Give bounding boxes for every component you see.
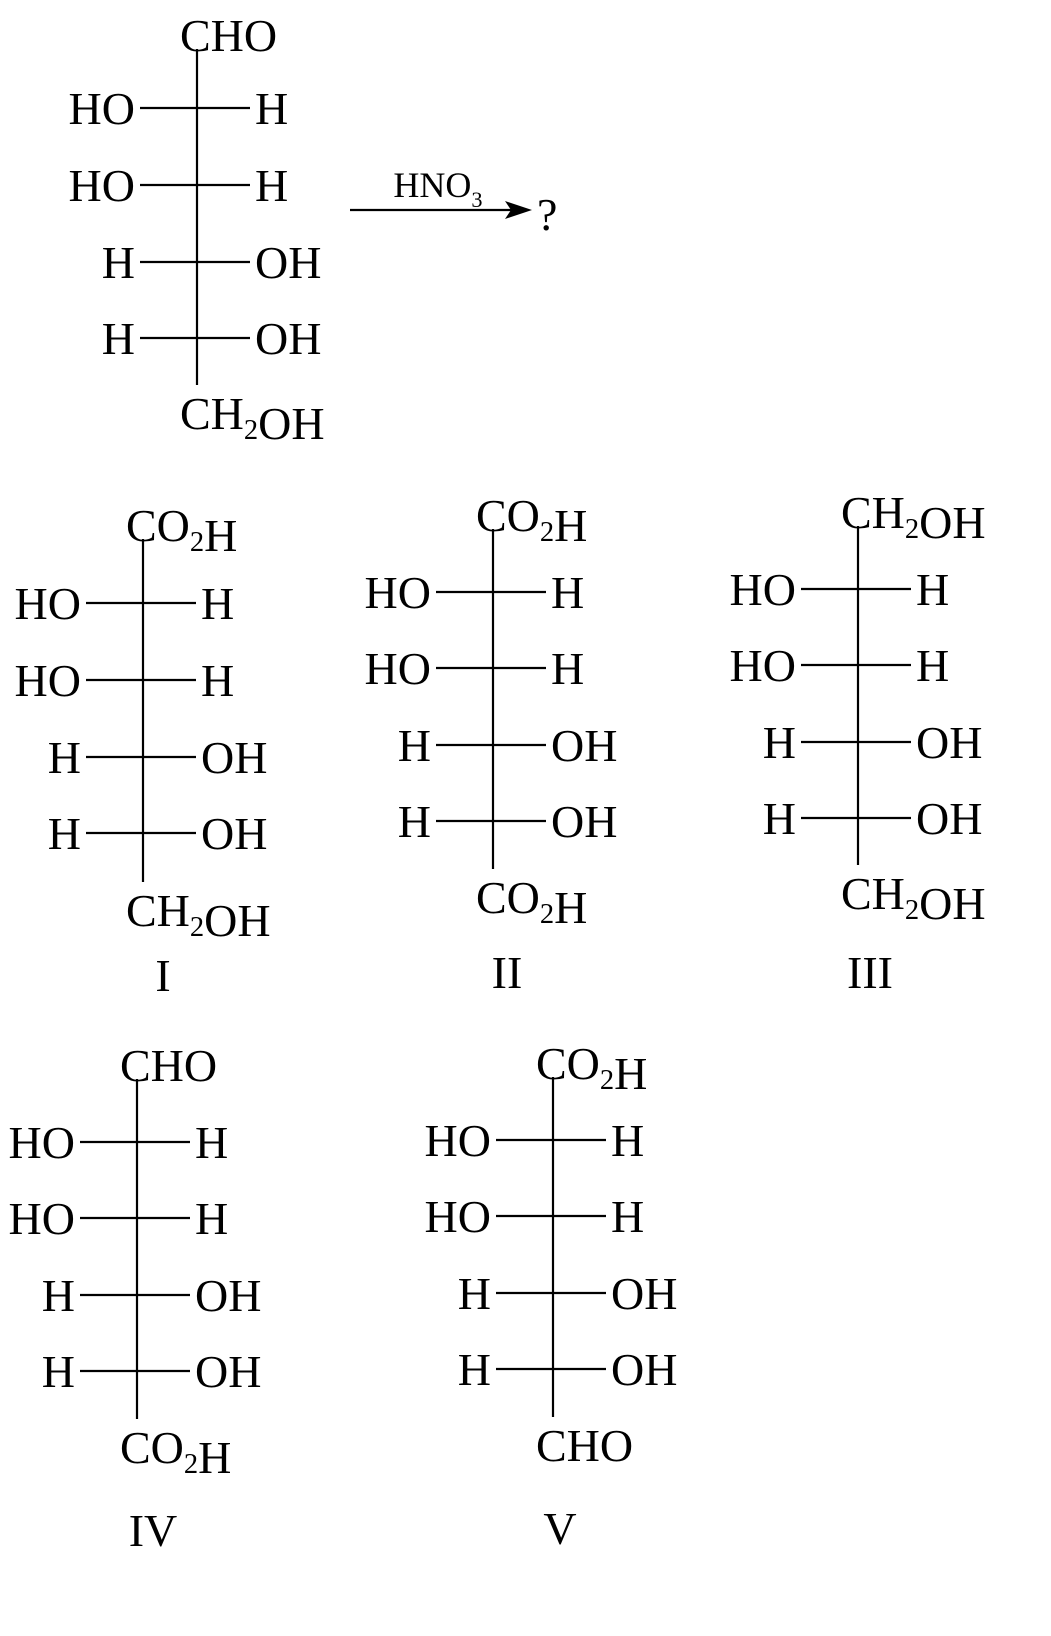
left-substituent: H [102, 237, 135, 288]
stereocenter-row: H OH [398, 796, 618, 847]
left-substituent: HO [69, 83, 135, 134]
left-substituent: H [458, 1268, 491, 1319]
stereocenter-row: HO H [9, 1117, 229, 1168]
unknown-product: ? [537, 189, 557, 240]
bottom-group: CO2H [120, 1422, 231, 1483]
arrow-head-icon [505, 201, 532, 219]
stereocenter-row: HO H [425, 1115, 645, 1166]
stereocenter-row: HO H [730, 640, 950, 691]
bottom-group: CO2H [476, 872, 587, 933]
right-substituent: OH [611, 1344, 677, 1395]
left-substituent: HO [730, 564, 796, 615]
top-group: CO2H [476, 490, 587, 551]
left-substituent: HO [365, 567, 431, 618]
bottom-group: CH2OH [180, 388, 325, 449]
stereocenter-row: HO H [365, 567, 585, 618]
left-substituent: HO [69, 160, 135, 211]
left-substituent: H [398, 720, 431, 771]
right-substituent: OH [255, 313, 321, 364]
right-substituent: H [916, 640, 949, 691]
right-substituent: OH [916, 717, 982, 768]
left-substituent: HO [15, 655, 81, 706]
stereocenter-row: H OH [48, 732, 268, 783]
stereocenter-row: H OH [42, 1346, 262, 1397]
left-substituent: H [458, 1344, 491, 1395]
reaction-arrow: HNO3 [350, 165, 532, 219]
left-substituent: HO [425, 1115, 491, 1166]
bottom-group: CHO [536, 1420, 633, 1471]
right-substituent: OH [195, 1346, 261, 1397]
stereocenter-row: H OH [763, 793, 983, 844]
stereocenter-row: HO H [15, 655, 235, 706]
stereocenter-row: HO H [365, 643, 585, 694]
stereocenter-row: HO H [9, 1193, 229, 1244]
left-substituent: HO [425, 1191, 491, 1242]
stereocenter-row: HO H [425, 1191, 645, 1242]
left-substituent: H [102, 313, 135, 364]
bottom-group: CH2OH [126, 885, 271, 946]
right-substituent: OH [551, 796, 617, 847]
stereocenter-row: H OH [763, 717, 983, 768]
stereocenter-row: H OH [48, 808, 268, 859]
left-substituent: H [398, 796, 431, 847]
right-substituent: H [201, 655, 234, 706]
top-group: CHO [180, 10, 277, 61]
stereocenter-row: H OH [42, 1270, 262, 1321]
right-substituent: OH [195, 1270, 261, 1321]
bottom-group: CH2OH [841, 868, 986, 929]
right-substituent: OH [551, 720, 617, 771]
right-substituent: OH [916, 793, 982, 844]
stereocenter-row: HO H [69, 83, 289, 134]
left-substituent: H [42, 1270, 75, 1321]
option-label: I [155, 950, 170, 1001]
stereocenter-row: H OH [458, 1344, 678, 1395]
top-group: CO2H [126, 500, 237, 561]
right-substituent: OH [201, 808, 267, 859]
top-group: CO2H [536, 1038, 647, 1099]
right-substituent: OH [255, 237, 321, 288]
right-substituent: H [611, 1191, 644, 1242]
right-substituent: H [195, 1193, 228, 1244]
left-substituent: HO [9, 1193, 75, 1244]
right-substituent: H [255, 83, 288, 134]
stereocenter-row: HO H [15, 578, 235, 629]
right-substituent: H [551, 643, 584, 694]
right-substituent: OH [201, 732, 267, 783]
left-substituent: HO [9, 1117, 75, 1168]
right-substituent: H [195, 1117, 228, 1168]
stereocenter-row: HO H [69, 160, 289, 211]
option-label: II [492, 947, 523, 998]
option-label: IV [129, 1505, 178, 1556]
right-substituent: H [255, 160, 288, 211]
left-substituent: H [763, 793, 796, 844]
option-label: V [543, 1503, 576, 1554]
left-substituent: HO [730, 640, 796, 691]
right-substituent: H [611, 1115, 644, 1166]
top-group: CHO [120, 1040, 217, 1091]
left-substituent: HO [365, 643, 431, 694]
stereocenter-row: H OH [102, 237, 322, 288]
right-substituent: OH [611, 1268, 677, 1319]
stereocenter-row: HO H [730, 564, 950, 615]
right-substituent: H [201, 578, 234, 629]
left-substituent: HO [15, 578, 81, 629]
stereocenter-row: H OH [458, 1268, 678, 1319]
right-substituent: H [551, 567, 584, 618]
option-label: III [847, 947, 893, 998]
left-substituent: H [42, 1346, 75, 1397]
reagent-label: HNO3 [393, 165, 482, 212]
right-substituent: H [916, 564, 949, 615]
stereocenter-row: H OH [398, 720, 618, 771]
left-substituent: H [48, 808, 81, 859]
top-group: CH2OH [841, 487, 986, 548]
left-substituent: H [763, 717, 796, 768]
left-substituent: H [48, 732, 81, 783]
stereocenter-row: H OH [102, 313, 322, 364]
